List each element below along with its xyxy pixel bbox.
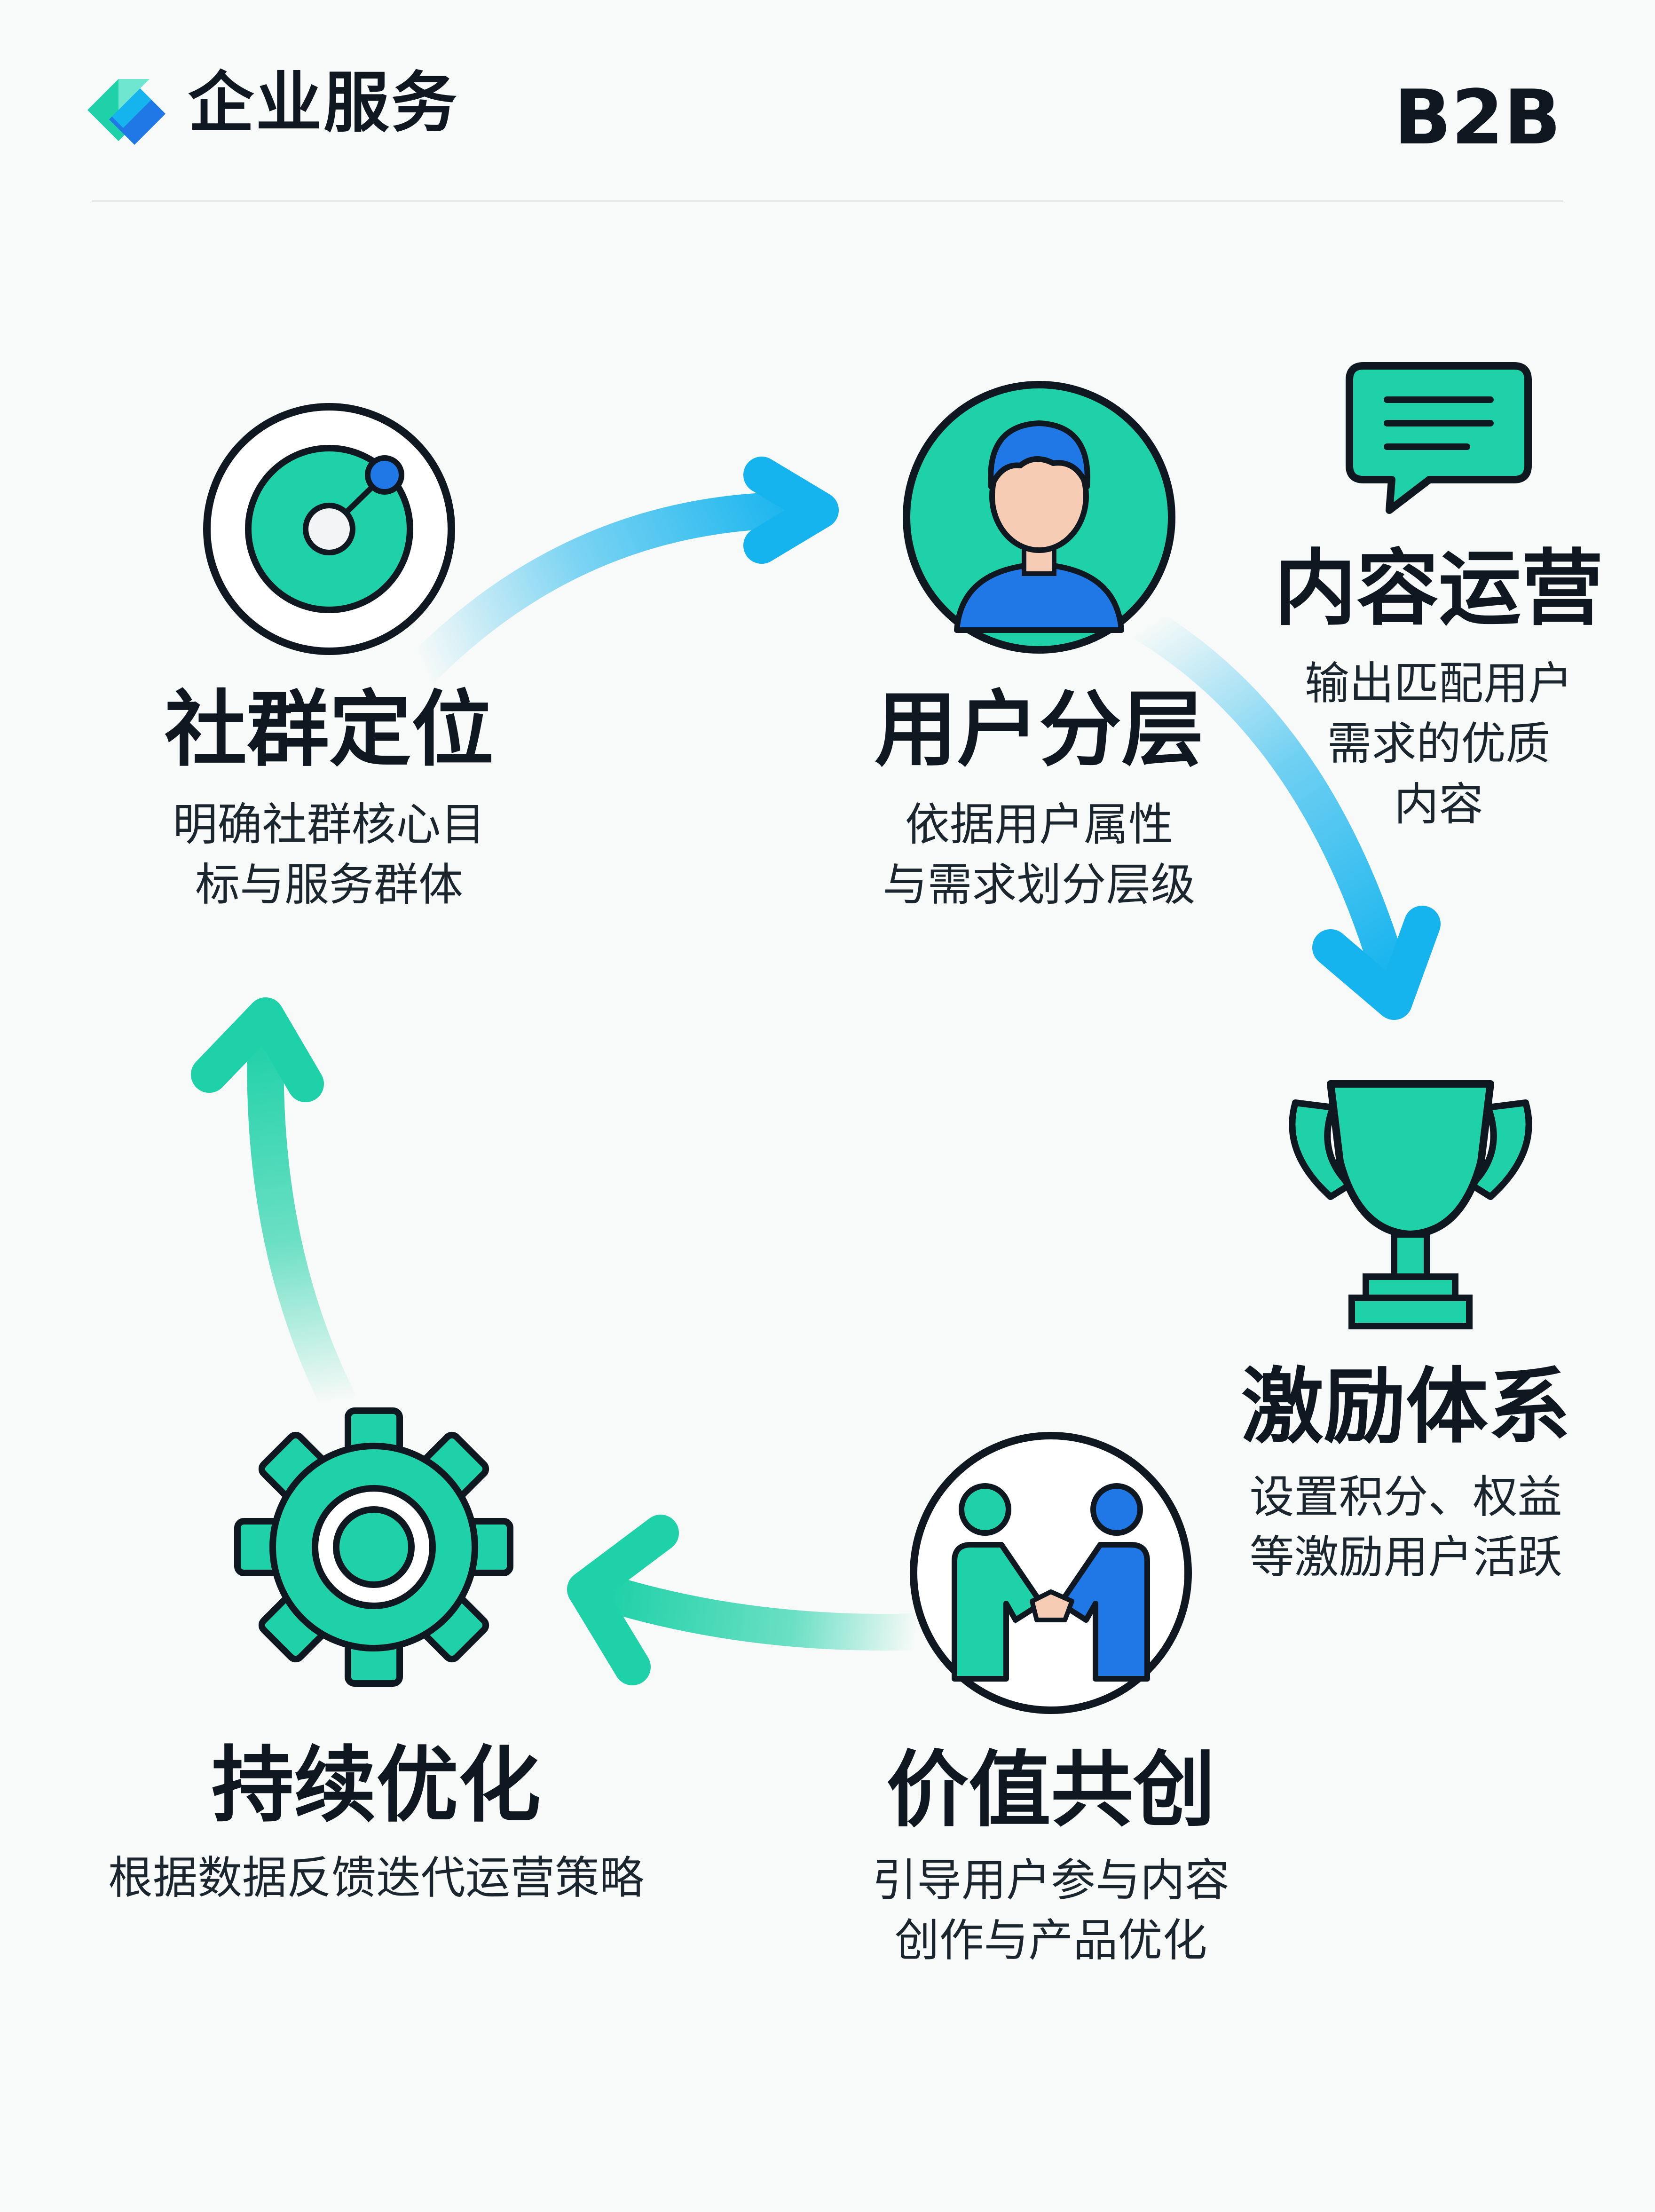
chat-icon <box>1346 362 1532 514</box>
step-desc-optimization: 根据数据反馈迭代运营策略 <box>108 1852 644 1904</box>
step-desc-cocreation: 引导用户参与内容 创作与产品优化 <box>872 1855 1229 1967</box>
step-desc-content: 输出匹配用户 需求的优质 内容 <box>1304 658 1573 830</box>
trophy-icon <box>1289 1080 1532 1329</box>
step-title-positioning: 社群定位 <box>165 682 494 778</box>
step-title-layering: 用户分层 <box>875 682 1204 778</box>
arrow-cocreation-to-optimization <box>567 1515 935 1685</box>
step-title-content: 内容运营 <box>1274 541 1603 637</box>
handshake-icon <box>910 1432 1192 1714</box>
step-title-optimization: 持续优化 <box>212 1738 541 1833</box>
header-divider <box>92 200 1563 202</box>
step-desc-incentive: 设置积分、权益 等激励用户活跃 <box>1249 1471 1562 1584</box>
step-title-cocreation: 价值共创 <box>886 1743 1215 1838</box>
b2b-badge: B2B <box>1394 73 1561 161</box>
gear-icon <box>234 1407 513 1687</box>
target-icon <box>203 403 455 655</box>
arrow-optimization-to-positioning <box>191 997 357 1420</box>
user-icon <box>903 381 1175 654</box>
arrow-positioning-to-layering <box>405 457 839 686</box>
brand-logo-icon <box>87 79 166 145</box>
step-desc-layering: 依据用户属性 与需求划分层级 <box>883 799 1196 911</box>
brand-name: 企业服务 <box>188 65 459 142</box>
step-title-incentive: 激励体系 <box>1241 1359 1570 1455</box>
arrow-layering-to-incentive <box>1129 607 1441 1020</box>
step-desc-positioning: 明确社群核心目 标与服务群体 <box>173 799 486 911</box>
